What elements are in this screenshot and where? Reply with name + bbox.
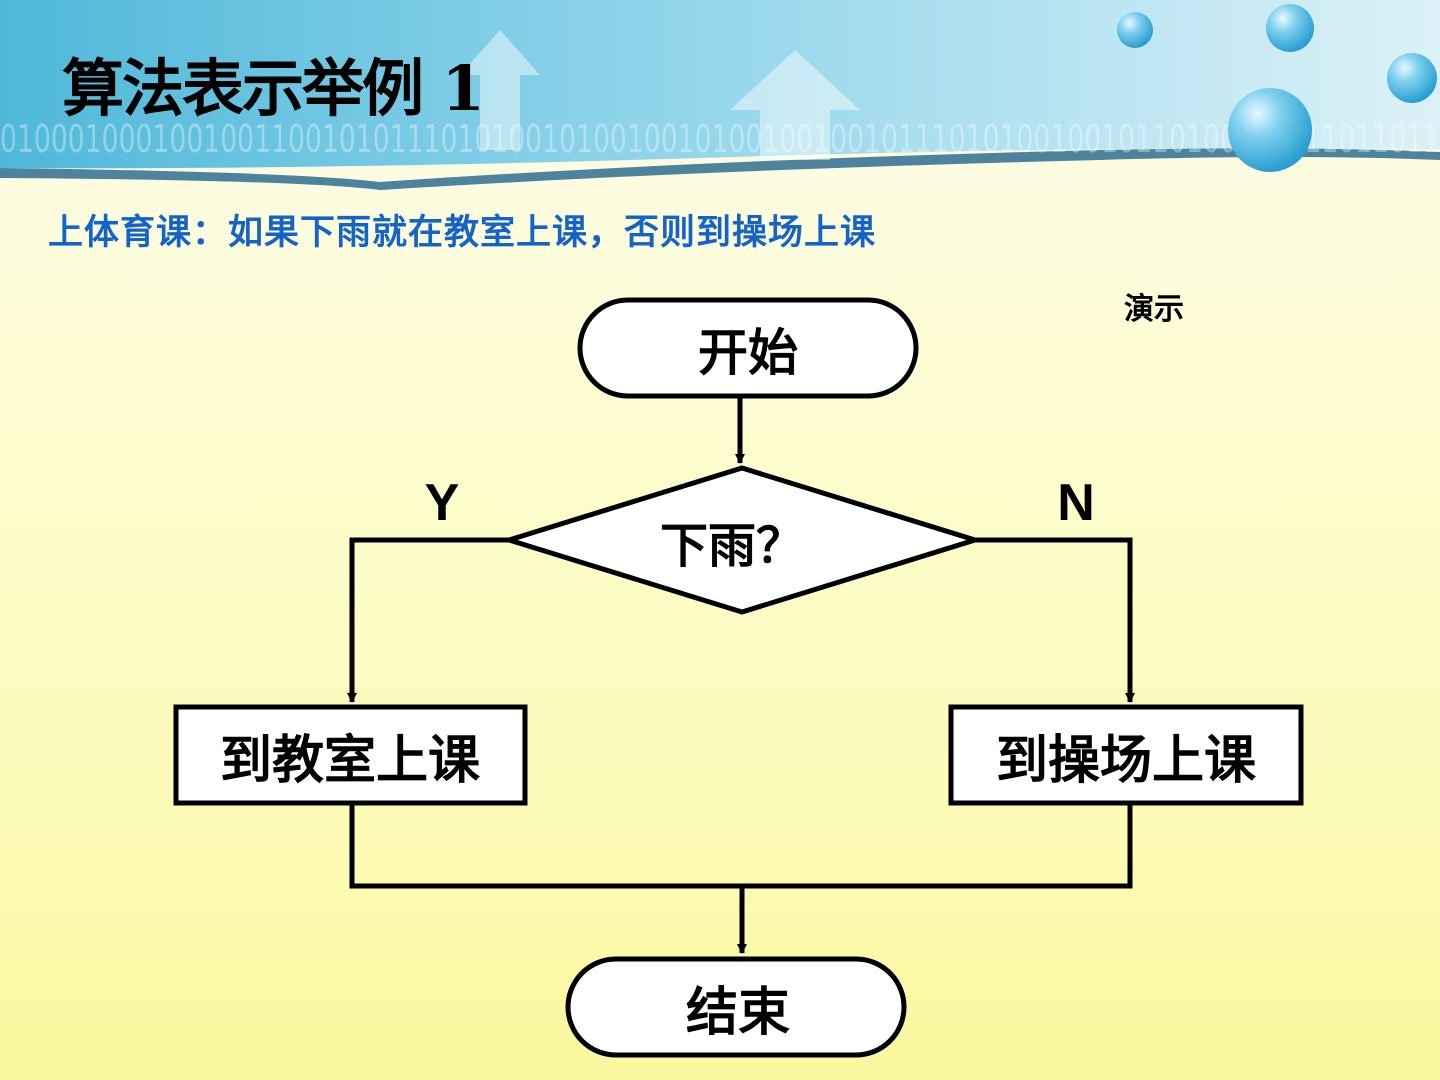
arrow-icon bbox=[460, 30, 860, 160]
connector-no bbox=[975, 537, 1135, 703]
end-node: 结束 bbox=[565, 956, 907, 1058]
yes-action-node: 到教室上课 bbox=[173, 704, 528, 806]
start-label: 开始 bbox=[698, 323, 798, 382]
demo-link[interactable]: 演示 bbox=[1124, 292, 1184, 327]
decision-label: 下雨？ bbox=[660, 518, 804, 574]
no-branch-label: N bbox=[1057, 474, 1095, 532]
bubble-icons bbox=[1117, 4, 1437, 172]
header-banner: 0100010001001001100101011101010010100100… bbox=[0, 0, 1440, 190]
decision-node: 下雨？ bbox=[500, 465, 984, 615]
connector-merge bbox=[349, 803, 1133, 889]
slide-title: 算法表示举例 1 bbox=[62, 52, 485, 125]
start-node: 开始 bbox=[577, 297, 919, 399]
banner-binary-text: 0100010001001001100101011101010010100100… bbox=[0, 117, 1440, 161]
yes-branch-label: Y bbox=[425, 474, 460, 532]
no-action-node: 到操场上课 bbox=[948, 704, 1304, 806]
connector-yes bbox=[347, 537, 509, 703]
slide-subtitle: 上体育课：如果下雨就在教室上课，否则到操场上课 bbox=[48, 212, 877, 253]
no-action-label: 到操场上课 bbox=[996, 730, 1257, 791]
end-label: 结束 bbox=[686, 982, 790, 1043]
yes-action-label: 到教室上课 bbox=[220, 730, 481, 791]
